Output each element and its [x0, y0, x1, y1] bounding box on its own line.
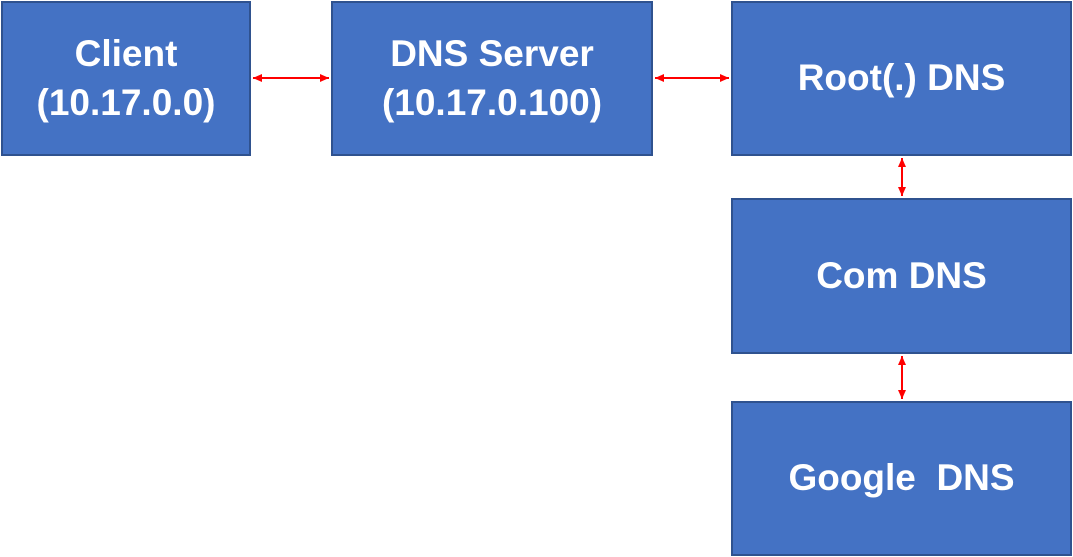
dns-server-ip-label: (10.17.0.100) [381, 81, 603, 123]
client-label: Client [74, 33, 178, 75]
root-dns-node: Root(.) DNS [731, 1, 1072, 156]
client-node: Client (10.17.0.0) [1, 1, 251, 156]
root-dns-label: Root(.) DNS [797, 57, 1006, 99]
dns-server-node: DNS Server (10.17.0.100) [331, 1, 653, 156]
com-dns-label: Com DNS [816, 254, 987, 296]
dns-server-label: DNS Server [390, 33, 594, 75]
google-dns-label: Google DNS [788, 457, 1015, 499]
google-dns-node: Google DNS [731, 401, 1072, 556]
client-ip-label: (10.17.0.0) [36, 81, 216, 123]
com-dns-node: Com DNS [731, 198, 1072, 354]
